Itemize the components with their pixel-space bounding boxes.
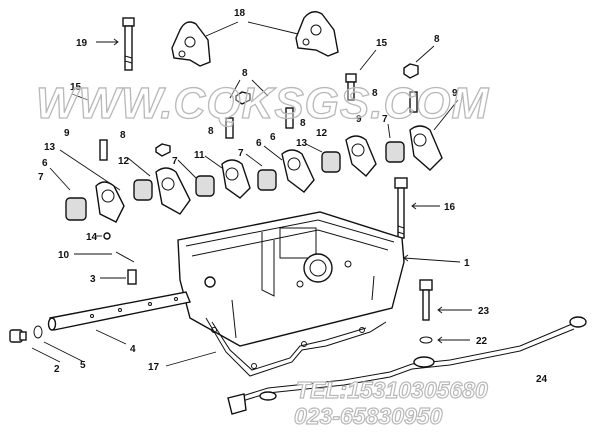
callout-1: 1	[464, 258, 470, 269]
callout-23: 23	[478, 306, 490, 317]
callout-9-right: 9	[452, 88, 458, 99]
callout-9-left: 9	[64, 128, 70, 139]
rocker-shaft	[47, 291, 191, 331]
callout-11: 11	[194, 150, 205, 161]
callout-6-mid: 6	[256, 138, 262, 149]
watermark-phone: 023-65830950	[294, 403, 443, 429]
small-bolt-15	[345, 73, 357, 101]
callout-8-top: 8	[434, 34, 440, 45]
adjusting-screws	[99, 91, 418, 161]
callout-8-c: 8	[208, 126, 214, 137]
callout-8-d: 8	[300, 118, 306, 129]
callout-3: 3	[90, 274, 96, 285]
callout-8-left: 8	[120, 130, 126, 141]
plug-2	[9, 329, 27, 343]
callout-labels: 19 18 15 8 8 15 8 9 9 8 8 8 12 7 9 13 6 …	[38, 8, 548, 385]
callout-10: 10	[58, 250, 70, 261]
bolt-16	[394, 177, 408, 239]
callout-7-left: 7	[38, 172, 44, 183]
o-ring-5	[33, 325, 43, 339]
long-bolt	[122, 17, 135, 71]
callout-4: 4	[130, 344, 136, 355]
watermark-tel: TEL:15310305680	[296, 377, 488, 403]
callout-5: 5	[80, 360, 86, 371]
callout-13-left: 13	[44, 142, 56, 153]
gasket	[205, 317, 387, 377]
callout-15-left: 15	[70, 82, 82, 93]
callout-7-c: 7	[238, 148, 244, 159]
callout-22: 22	[476, 336, 488, 347]
callout-6-right: 6	[270, 132, 276, 143]
callout-8-right: 8	[372, 88, 378, 99]
leader-lines	[31, 21, 472, 367]
callout-16: 16	[444, 202, 456, 213]
callout-24: 24	[536, 374, 548, 385]
callout-14: 14	[86, 232, 98, 243]
callout-17: 17	[148, 362, 160, 373]
washer-22	[419, 336, 433, 344]
ball-14	[103, 232, 111, 240]
callout-13-mid: 13	[296, 138, 308, 149]
oil-line	[227, 316, 587, 415]
rocker-support-right	[295, 11, 339, 57]
callout-6-left: 6	[42, 158, 48, 169]
callout-15-top: 15	[376, 38, 388, 49]
callout-12-right: 12	[316, 128, 328, 139]
rocker-arms	[65, 125, 443, 223]
pin-10	[115, 251, 135, 263]
callout-8-mid: 8	[242, 68, 248, 79]
rocker-support-left	[171, 21, 211, 67]
watermark-site: WWW.CQKSGS.COM	[36, 79, 489, 128]
callout-19: 19	[76, 38, 88, 49]
callout-18: 18	[234, 8, 246, 19]
rocker-housing	[177, 211, 405, 347]
dowel-3	[127, 269, 137, 285]
callout-2: 2	[54, 364, 60, 375]
bolt-23	[419, 279, 433, 321]
callout-9-mid: 9	[356, 114, 362, 125]
callout-12-left: 12	[118, 156, 130, 167]
callout-7-right: 7	[382, 114, 388, 125]
callout-7-mid: 7	[172, 156, 178, 167]
nut-8-top	[403, 63, 419, 79]
